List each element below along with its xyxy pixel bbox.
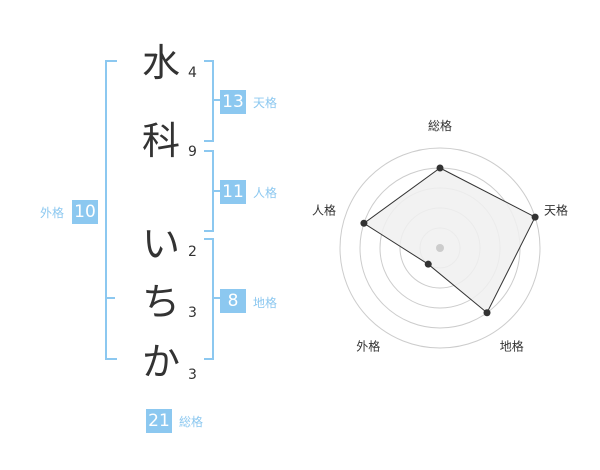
gaikaku-bracket	[105, 60, 117, 360]
radar-point-2	[531, 213, 539, 221]
chikaku-value: 8	[220, 289, 246, 313]
radar-point-1	[436, 164, 444, 172]
stroke-count-2: 9	[188, 144, 197, 160]
chikaku-label: 地格	[253, 296, 278, 310]
gaikaku-label: 外格	[40, 206, 65, 220]
tenkaku-label: 天格	[253, 96, 278, 110]
radar-center	[436, 244, 444, 252]
radar-axis-label-4: 外格	[356, 339, 380, 354]
name-char-2: 科	[142, 119, 181, 163]
radar-grid-ring-5	[339, 147, 541, 349]
chikaku-bracket-tick	[212, 297, 220, 299]
radar-axis-label-3: 地格	[500, 339, 524, 354]
gaikaku-bracket-tick	[105, 297, 115, 299]
jinkaku-label: 人格	[253, 186, 278, 200]
jinkaku-bracket-tick	[212, 190, 220, 192]
stroke-count-1: 4	[188, 65, 197, 81]
tenkaku-bracket	[204, 60, 214, 142]
name-char-3: い	[142, 222, 181, 266]
name-char-5: か	[142, 340, 181, 384]
stroke-count-4: 3	[188, 305, 197, 321]
radar-area	[363, 167, 536, 314]
soukaku-label: 総格	[179, 415, 204, 429]
soukaku-value: 21	[146, 409, 172, 433]
radar-axis-label-2: 天格	[544, 202, 568, 217]
radar-point-3	[483, 309, 491, 317]
radar-point-5	[360, 219, 368, 227]
tenkaku-value: 13	[220, 90, 246, 114]
stroke-count-3: 2	[188, 244, 197, 260]
stroke-count-5: 3	[188, 367, 197, 383]
radar-point-4	[424, 260, 432, 268]
radar-axis-label-1: 総格	[428, 118, 452, 133]
name-char-4: ち	[142, 280, 181, 324]
radar-axis-label-5: 人格	[312, 202, 336, 217]
gaikaku-value: 10	[72, 200, 98, 224]
tenkaku-bracket-tick	[212, 99, 220, 101]
chikaku-bracket	[204, 238, 214, 360]
name-char-1: 水	[142, 41, 181, 85]
jinkaku-value: 11	[220, 180, 246, 204]
